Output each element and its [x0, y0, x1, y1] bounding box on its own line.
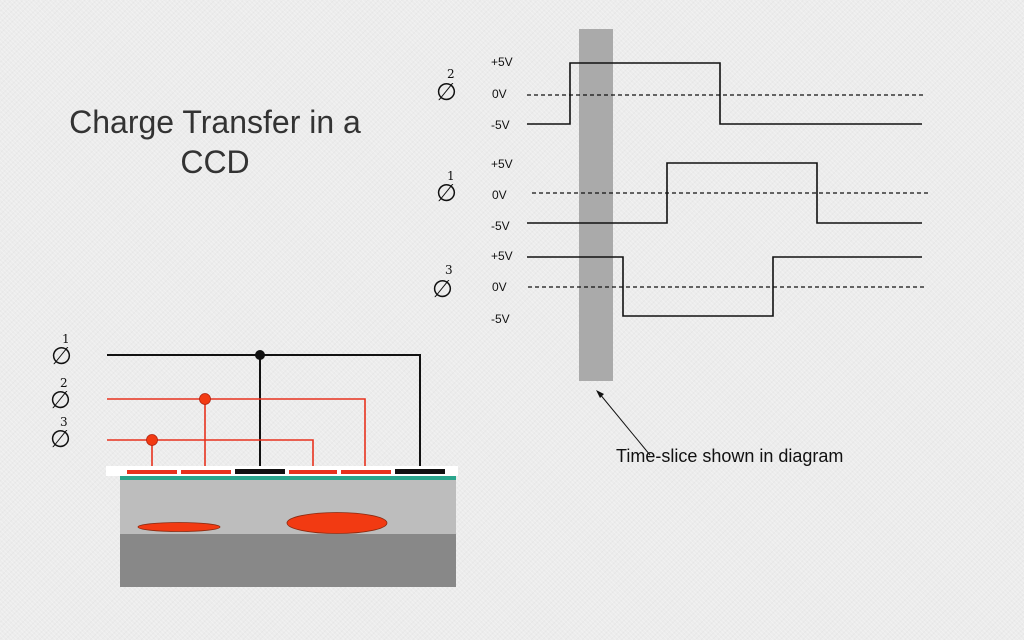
- phase-number-phi3: 3: [445, 263, 453, 277]
- label-plus5v-phi2: +5V: [491, 55, 513, 69]
- label-minus5v-phi3: -5V: [491, 312, 510, 326]
- ccd-phase-symbol-phi1: ∅: [51, 342, 72, 370]
- signal-phi3: [527, 256, 922, 317]
- ccd-cross-section: ∅ 1 ∅ 2 ∅ 3: [50, 332, 458, 587]
- time-slice-band: [579, 29, 613, 381]
- phase-symbol-phi1: ∅: [436, 179, 457, 207]
- label-0v-phi3: 0V: [492, 280, 507, 294]
- phase-symbol-phi2: ∅: [436, 78, 457, 106]
- label-minus5v-phi2: -5V: [491, 118, 510, 132]
- electrode-1: [127, 470, 177, 474]
- substrate-layer: [120, 534, 456, 587]
- label-plus5v-phi3: +5V: [491, 249, 513, 263]
- slide-title: Charge Transfer in a CCD: [30, 102, 400, 182]
- label-0v-phi2: 0V: [492, 87, 507, 101]
- signal-phi2: [527, 62, 922, 125]
- charge-packet-main: [286, 512, 388, 534]
- ccd-phase-symbol-phi2: ∅: [50, 386, 71, 414]
- label-minus5v-phi1: -5V: [491, 219, 510, 233]
- oxide-layer: [120, 476, 456, 480]
- ccd-phase-symbol-phi3: ∅: [50, 425, 71, 453]
- bus-phi3: [107, 439, 314, 472]
- signal-phi1: [527, 162, 922, 224]
- electrode-5: [341, 470, 391, 474]
- time-slice-caption: Time-slice shown in diagram: [616, 446, 843, 466]
- bus-phi1-junction: [255, 350, 265, 360]
- phase-number-phi1: 1: [447, 169, 455, 183]
- title-line-1: Charge Transfer in a: [69, 104, 361, 140]
- label-0v-phi1: 0V: [492, 188, 507, 202]
- bus-phi1: [107, 354, 421, 472]
- electrode-4: [289, 470, 337, 474]
- electrode-2: [181, 470, 231, 474]
- electrode-3: [235, 469, 285, 474]
- ccd-phase-number-phi1: 1: [62, 332, 70, 346]
- ccd-phase-number-phi2: 2: [60, 376, 68, 390]
- label-plus5v-phi1: +5V: [491, 157, 513, 171]
- bus-phi2: [107, 398, 366, 472]
- electrode-6: [395, 469, 445, 474]
- phase-symbol-phi3: ∅: [432, 275, 453, 303]
- phase-number-phi2: 2: [447, 67, 455, 81]
- bus-phi2-junction: [199, 393, 211, 405]
- waveform-phi1: ∅ 1 +5V 0V -5V: [436, 157, 930, 233]
- waveform-phi2: ∅ 2 +5V 0V -5V: [436, 55, 923, 132]
- waveform-phi3: ∅ 3 +5V 0V -5V: [432, 249, 926, 326]
- ccd-phase-number-phi3: 3: [60, 415, 68, 429]
- bus-phi3-junction: [146, 434, 158, 446]
- caption-arrow-head: [596, 390, 604, 398]
- caption-arrow-line: [598, 392, 651, 456]
- charge-packet-spreading: [137, 522, 221, 532]
- title-line-2: CCD: [180, 144, 250, 180]
